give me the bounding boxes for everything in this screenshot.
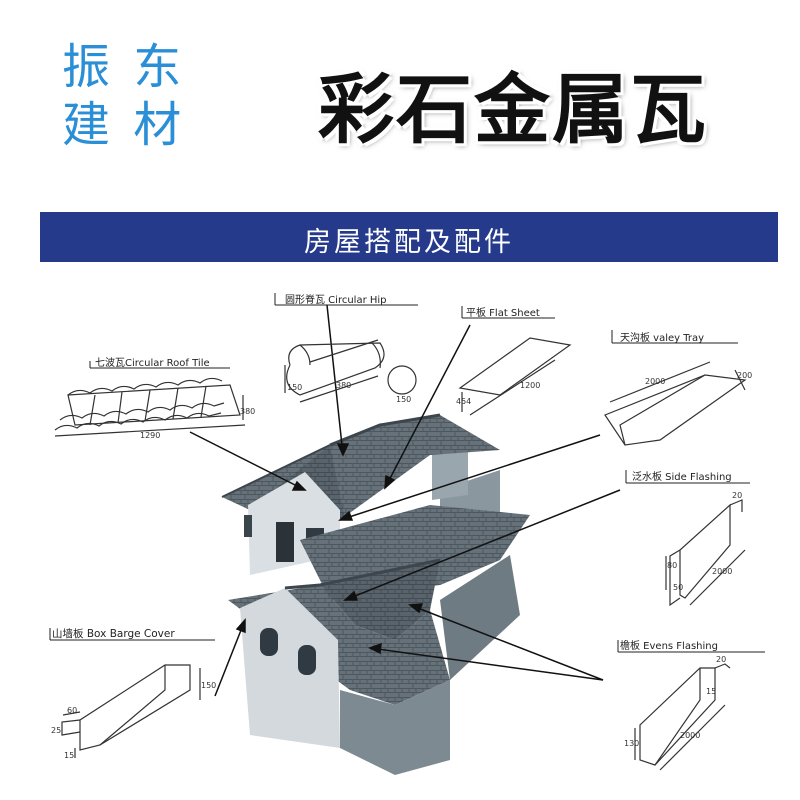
house-wall-right bbox=[440, 555, 520, 680]
side-flashing-label: 泛水板 Side Flashing bbox=[632, 470, 732, 483]
page-title: 彩石金属瓦 bbox=[318, 65, 708, 154]
side-flashing-dim-length: 2000 bbox=[712, 567, 732, 576]
side-flashing-dim-height: 80 bbox=[667, 561, 677, 570]
eaves-drawing bbox=[634, 663, 731, 771]
roof-tile-dim-width: 380 bbox=[240, 407, 255, 416]
flat-sheet-dim-width: 454 bbox=[456, 397, 471, 406]
part-valley: 天沟板 valey Tray 2000 200 bbox=[604, 330, 752, 446]
barge-dim-top: 60 bbox=[67, 706, 77, 715]
part-side-flashing: 泛水板 Side Flashing 20 80 50 2000 bbox=[625, 470, 750, 607]
callout-arrows bbox=[189, 304, 621, 697]
brand-logo: 振 东 建 材 bbox=[62, 38, 192, 154]
barge-dim-bottom: 15 bbox=[64, 751, 74, 760]
barge-drawing bbox=[61, 664, 201, 758]
brand-line-1: 振 东 bbox=[62, 39, 186, 95]
hip-label: 圆形脊瓦 Circular Hip bbox=[285, 293, 387, 306]
lower-gable-wall bbox=[240, 588, 340, 748]
flat-sheet-label: 平板 Flat Sheet bbox=[466, 306, 540, 319]
part-hip: 圆形脊瓦 Circular Hip 380 150 150 bbox=[274, 293, 418, 404]
eaves-label: 檐板 Evens Flashing bbox=[620, 639, 718, 652]
part-barge: 山墙板 Box Barge Cover 60 150 25 15 bbox=[49, 627, 216, 760]
barge-dim-height: 150 bbox=[201, 681, 216, 690]
flat-sheet-drawing bbox=[458, 337, 572, 416]
eaves-dim-top: 20 bbox=[716, 655, 726, 664]
valley-dim-width: 200 bbox=[737, 371, 752, 380]
valley-drawing bbox=[604, 361, 747, 446]
door-upper bbox=[276, 522, 294, 562]
brand-line-2: 建 材 bbox=[62, 97, 186, 153]
eaves-dim-length: 2000 bbox=[680, 731, 700, 740]
eaves-dim-height: 130 bbox=[624, 739, 639, 748]
hip-drawing bbox=[284, 339, 417, 403]
eaves-dim-side: 15 bbox=[706, 687, 716, 696]
house-wall-front bbox=[340, 680, 450, 775]
flat-sheet-dim-length: 1200 bbox=[520, 381, 540, 390]
valley-dim-length: 2000 bbox=[645, 377, 665, 386]
part-eaves: 檐板 Evens Flashing 20 15 130 2000 bbox=[617, 639, 765, 771]
house-illustration bbox=[221, 413, 530, 775]
side-flashing-dim-side: 50 bbox=[673, 583, 683, 592]
part-flat-sheet: 平板 Flat Sheet 454 1200 bbox=[456, 306, 572, 416]
window-lower-2 bbox=[298, 645, 316, 675]
section-banner: 房屋搭配及配件 bbox=[40, 212, 778, 262]
roof-tile-label: 七波瓦Circular Roof Tile bbox=[95, 356, 210, 369]
barge-label: 山墙板 Box Barge Cover bbox=[52, 627, 175, 640]
side-flashing-dim-top: 20 bbox=[732, 491, 742, 500]
roof-tile-dim-length: 1290 bbox=[140, 431, 160, 440]
hip-dim-length: 380 bbox=[336, 381, 351, 390]
section-banner-text: 房屋搭配及配件 bbox=[304, 227, 514, 258]
hip-dim-diameter: 150 bbox=[396, 395, 411, 404]
side-flashing-drawing bbox=[665, 499, 746, 607]
hip-dim-height: 150 bbox=[287, 383, 302, 392]
roof-tile-drawing bbox=[54, 377, 246, 437]
barge-dim-side: 25 bbox=[51, 726, 61, 735]
valley-label: 天沟板 valey Tray bbox=[620, 331, 704, 344]
part-roof-tile: 七波瓦Circular Roof Tile 1290 380 bbox=[54, 356, 255, 440]
window-lower-1 bbox=[260, 628, 278, 656]
